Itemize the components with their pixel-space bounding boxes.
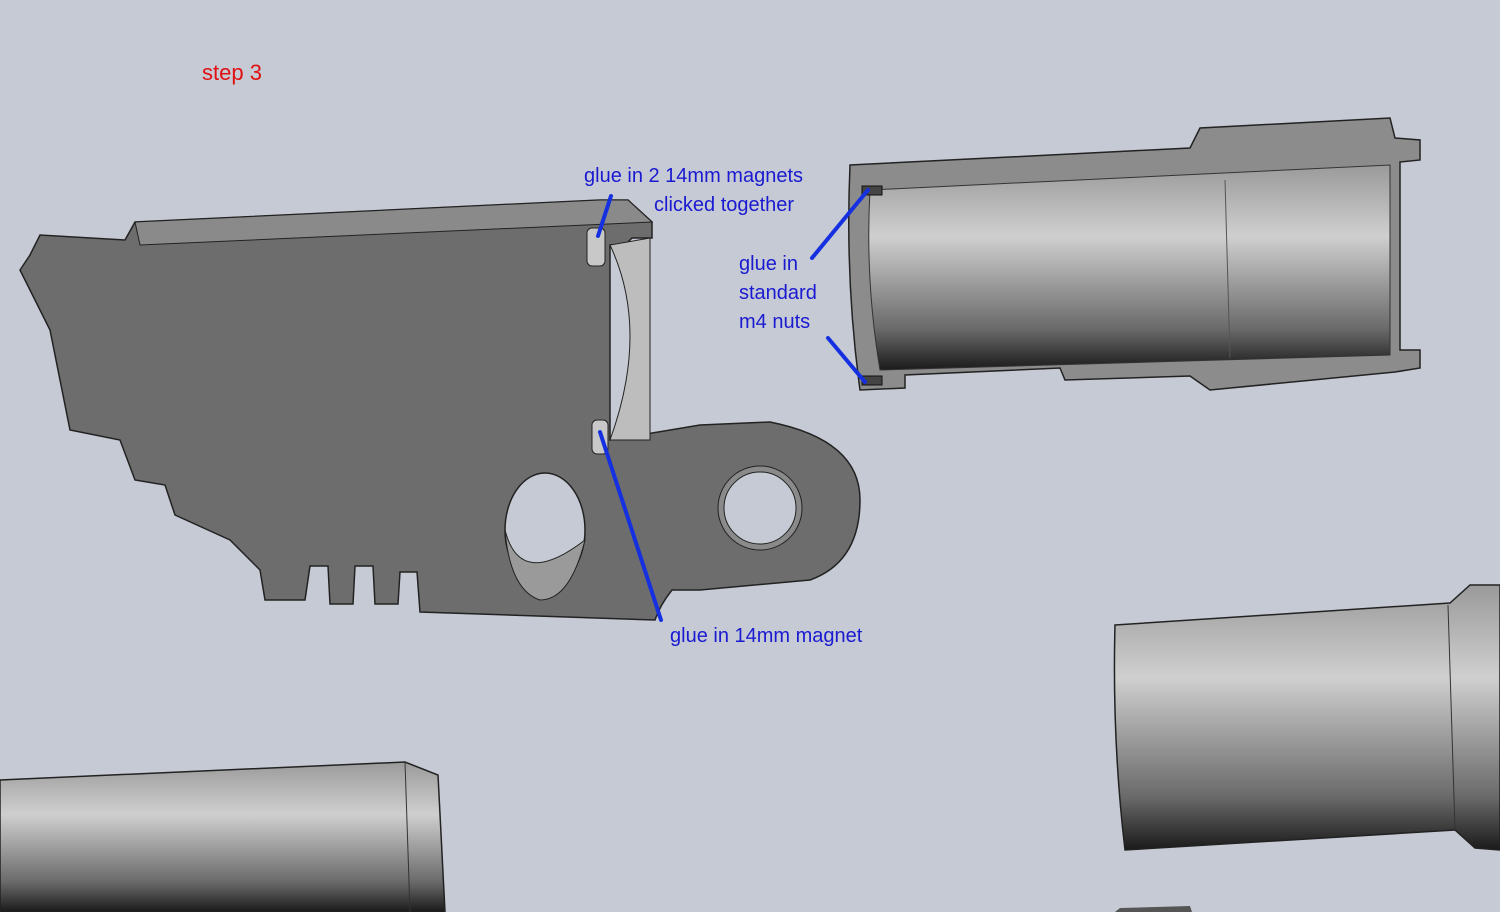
annotation-leader-lines [596,188,870,622]
receiver-part [19,199,861,621]
nuts-label-line3: m4 nuts [739,311,811,333]
step-title: step 3 [202,60,262,85]
single-magnet-label: glue in 14mm magnet [670,625,863,647]
barrel-bottom-left [0,761,1192,912]
magnets-label-line1: glue in 2 14mm magnets [584,165,804,187]
barrel-bottom-right [1113,584,1500,851]
barrel-top-right [848,117,1421,391]
nuts-label-line1: glue in [739,253,798,275]
nuts-label-line2: standard [739,282,817,304]
magnets-label-line2: clicked together [654,194,795,216]
